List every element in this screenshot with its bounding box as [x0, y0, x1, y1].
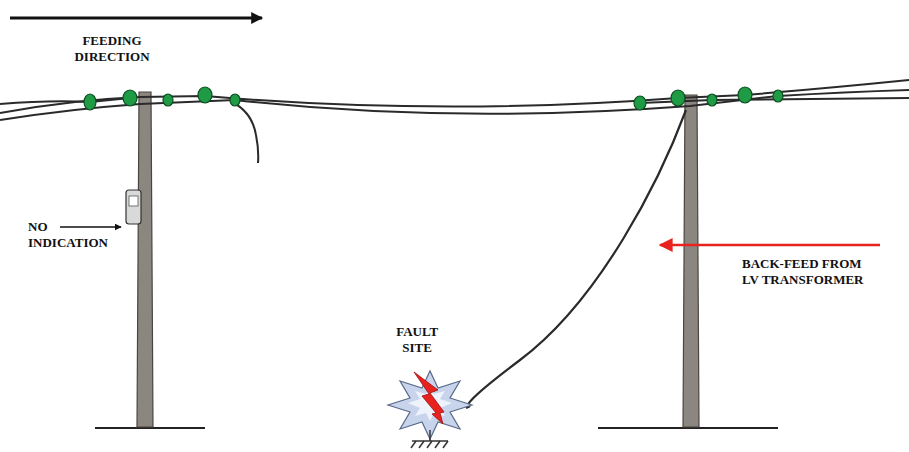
ground-symbol [411, 430, 448, 448]
insulator [198, 87, 212, 103]
ground-hatch [435, 441, 440, 448]
ground-hatch [411, 441, 416, 448]
left-pole [137, 92, 153, 427]
insulator [738, 87, 752, 103]
ground-lead [429, 430, 431, 441]
fault-indicator [126, 190, 141, 224]
label-holder: NO INDICATION [28, 219, 108, 251]
annotation-label: BACK-FEED FROM LV TRANSFORMER [742, 256, 872, 288]
back-feed-arrow [660, 244, 880, 247]
conductor [0, 90, 909, 120]
ground-hatch [443, 441, 448, 448]
conductor [0, 98, 130, 104]
insulator [123, 90, 137, 106]
label-holder: FEEDING DIRECTION [74, 33, 149, 65]
ground-bar [412, 440, 448, 442]
insulators [84, 87, 783, 110]
insulator [163, 94, 173, 106]
right-pole [683, 95, 699, 427]
label-holder: FAULT SITE [396, 324, 438, 356]
cut-conductor [232, 102, 258, 163]
lightning-bolt [414, 372, 444, 424]
insulator [671, 90, 685, 106]
fallen-conductor [466, 110, 686, 408]
conductor [0, 80, 909, 113]
label-holder: BACK-FEED FROM LV TRANSFORMER [742, 256, 872, 288]
insulator [230, 94, 240, 106]
annotation-label: FAULT SITE [396, 324, 438, 356]
insulator [634, 96, 646, 110]
feeding-arrow [10, 17, 262, 20]
insulator [773, 90, 783, 102]
conductors [0, 80, 909, 163]
ground-hatch [427, 441, 432, 448]
ground-hatch [419, 441, 424, 448]
insulator [707, 94, 717, 106]
annotation-label: NO INDICATION [28, 219, 108, 251]
indicator-window [129, 196, 138, 206]
fault-burst [388, 371, 472, 439]
insulator [84, 94, 96, 110]
annotation-label: FEEDING DIRECTION [74, 33, 149, 65]
pointer-arrow [60, 226, 121, 228]
